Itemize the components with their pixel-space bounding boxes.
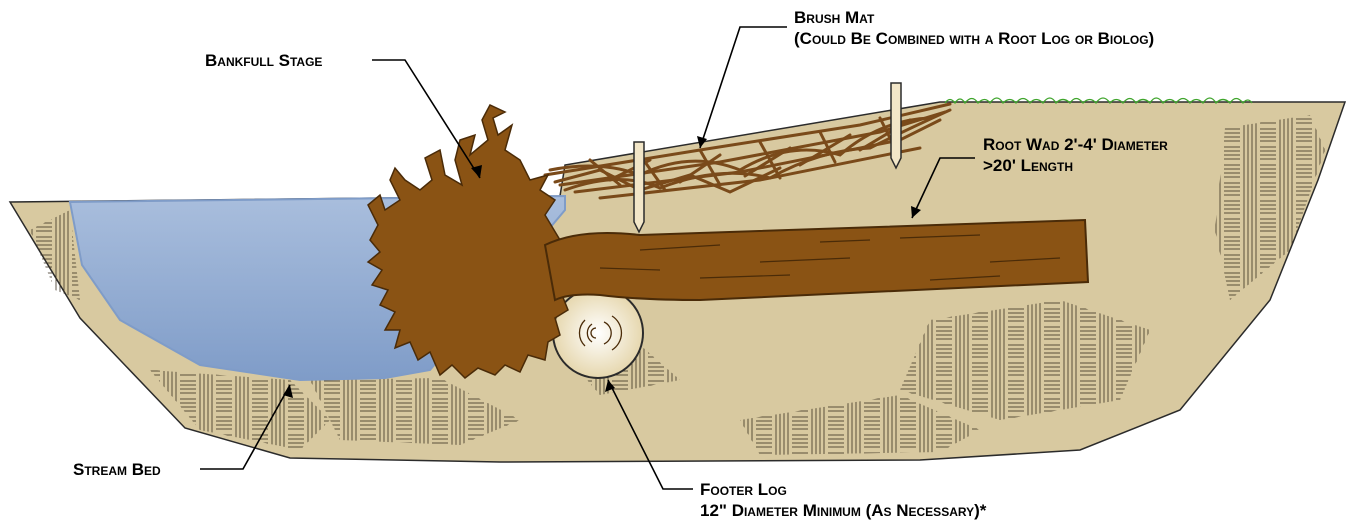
footer-log-note: 12" Diameter Minimum (As Necessary)*: [700, 500, 986, 521]
label-bankfull-stage: Bankfull Stage: [205, 50, 322, 71]
brush-mat-title: Brush Mat: [794, 7, 1154, 28]
root-wad-length: >20' Length: [983, 155, 1168, 176]
brush-mat-note: (Could Be Combined with a Root Log or Bi…: [794, 28, 1154, 49]
label-stream-bed: Stream Bed: [73, 459, 161, 480]
footer-log: [553, 288, 643, 378]
stake-right: [891, 83, 901, 168]
stream-bed-text: Stream Bed: [73, 459, 161, 480]
label-footer-log: Footer Log 12" Diameter Minimum (As Nece…: [700, 479, 986, 521]
label-root-wad: Root Wad 2'-4' Diameter >20' Length: [983, 134, 1168, 176]
footer-log-title: Footer Log: [700, 479, 986, 500]
bankfull-stage-text: Bankfull Stage: [205, 50, 322, 71]
root-wad-diameter: Root Wad 2'-4' Diameter: [983, 134, 1168, 155]
root-wad-roots: [368, 105, 568, 378]
stake-left: [634, 142, 644, 232]
label-brush-mat: Brush Mat (Could Be Combined with a Root…: [794, 7, 1154, 49]
